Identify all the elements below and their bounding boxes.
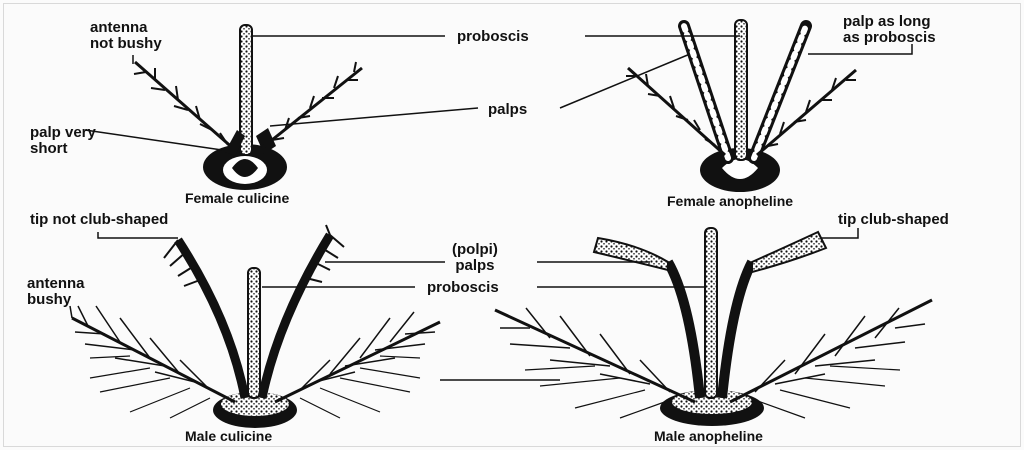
male-anopheline-antenna-right <box>730 300 932 418</box>
male-culicine-antenna-right <box>275 312 440 418</box>
label-polpi-palps-line2: palps <box>452 258 498 274</box>
label-palp-very-short-line2: short <box>30 141 96 157</box>
label-polpi-palps: (polpi) palps <box>452 242 498 274</box>
label-palps-top: palps <box>488 102 527 118</box>
label-tip-club-shaped: tip club-shaped <box>838 212 949 228</box>
label-palp-as-long-line1: palp as long <box>843 14 936 30</box>
label-palp-very-short: palp very short <box>30 125 96 157</box>
female-anopheline-figure <box>626 20 856 192</box>
label-antenna-bushy: antenna bushy <box>27 276 85 308</box>
label-antenna-not-bushy-line1: antenna <box>90 20 162 36</box>
male-anopheline-proboscis <box>705 228 717 398</box>
label-proboscis-top: proboscis <box>457 29 529 45</box>
label-polpi-palps-line1: (polpi) <box>452 242 498 258</box>
label-antenna-not-bushy: antenna not bushy <box>90 20 162 52</box>
label-palp-as-long: palp as long as proboscis <box>843 14 936 46</box>
female-culicine-figure <box>134 25 362 190</box>
label-antenna-not-bushy-line2: not bushy <box>90 36 162 52</box>
label-palp-very-short-line1: palp very <box>30 125 96 141</box>
label-palp-as-long-line2: as proboscis <box>843 30 936 46</box>
caption-female-culicine: Female culicine <box>185 190 289 206</box>
label-antenna-bushy-line2: bushy <box>27 292 85 308</box>
male-culicine-proboscis <box>248 268 260 398</box>
male-culicine-palp-left <box>178 240 245 398</box>
female-culicine-antenna-left <box>135 62 235 150</box>
male-anopheline-palp-right <box>722 262 752 398</box>
male-anopheline-antenna-left <box>495 308 695 418</box>
male-culicine-antenna-left <box>72 306 235 418</box>
label-tip-not-club-shaped: tip not club-shaped <box>30 212 168 228</box>
leader-tip-club <box>820 228 858 238</box>
male-culicine-palp-right <box>262 235 330 398</box>
leader-palp-very-short <box>85 130 222 150</box>
male-culicine-figure <box>72 225 440 428</box>
caption-male-culicine: Male culicine <box>185 428 272 444</box>
male-anopheline-palp-left <box>668 262 700 398</box>
caption-female-anopheline: Female anopheline <box>667 193 793 209</box>
leader-tip-not-club <box>98 232 178 238</box>
male-anopheline-figure <box>495 228 932 426</box>
female-anopheline-proboscis <box>735 20 747 160</box>
label-proboscis-bottom: proboscis <box>427 280 499 296</box>
caption-male-anopheline: Male anopheline <box>654 428 763 444</box>
label-antenna-bushy-line1: antenna <box>27 276 85 292</box>
